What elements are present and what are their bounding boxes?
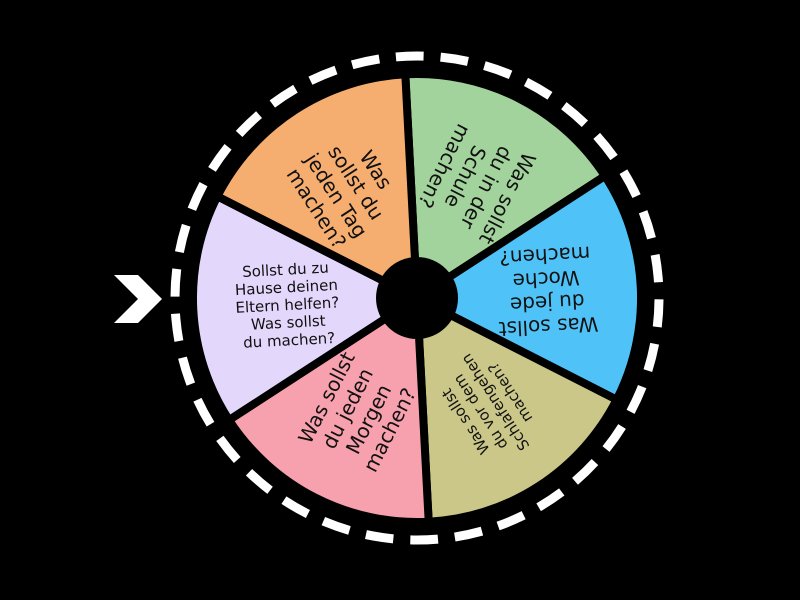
wheel-segment-slice[interactable] [401, 69, 609, 302]
wheel-segment[interactable]: Sollst du zuHause deinenEltern helfen?Wa… [189, 192, 421, 424]
wheel-segment-label: Was sollstdu jedeWochemachen? [494, 241, 599, 341]
wheel-segment[interactable]: Was sollstdu vor demSchlafengehenmachen? [413, 294, 621, 526]
wheel-segment[interactable]: Wassollst dujeden Tagmachen? [213, 70, 421, 302]
wheel-segment[interactable]: Was sollstdu jedeWochemachen? [413, 172, 645, 404]
wheel-segment[interactable]: Was sollstdu in derSchulemachen? [401, 69, 609, 302]
wheel-segment-label: Sollst du zuHause deinenEltern helfen?Wa… [233, 258, 341, 352]
wheel-dashed-ring [170, 51, 664, 545]
wheel-hub [376, 257, 458, 339]
wheel-segment-slice[interactable] [213, 70, 421, 302]
wheel-segments[interactable]: Was sollstdu in derSchulemachen?Was soll… [189, 69, 645, 527]
wheel-segment-slice[interactable] [225, 294, 433, 527]
wheel-segment-slice[interactable] [189, 192, 421, 424]
chevron-right-icon [114, 275, 162, 323]
wheel-segment-slice[interactable] [413, 294, 621, 526]
wheel-segment-slice[interactable] [413, 172, 645, 404]
